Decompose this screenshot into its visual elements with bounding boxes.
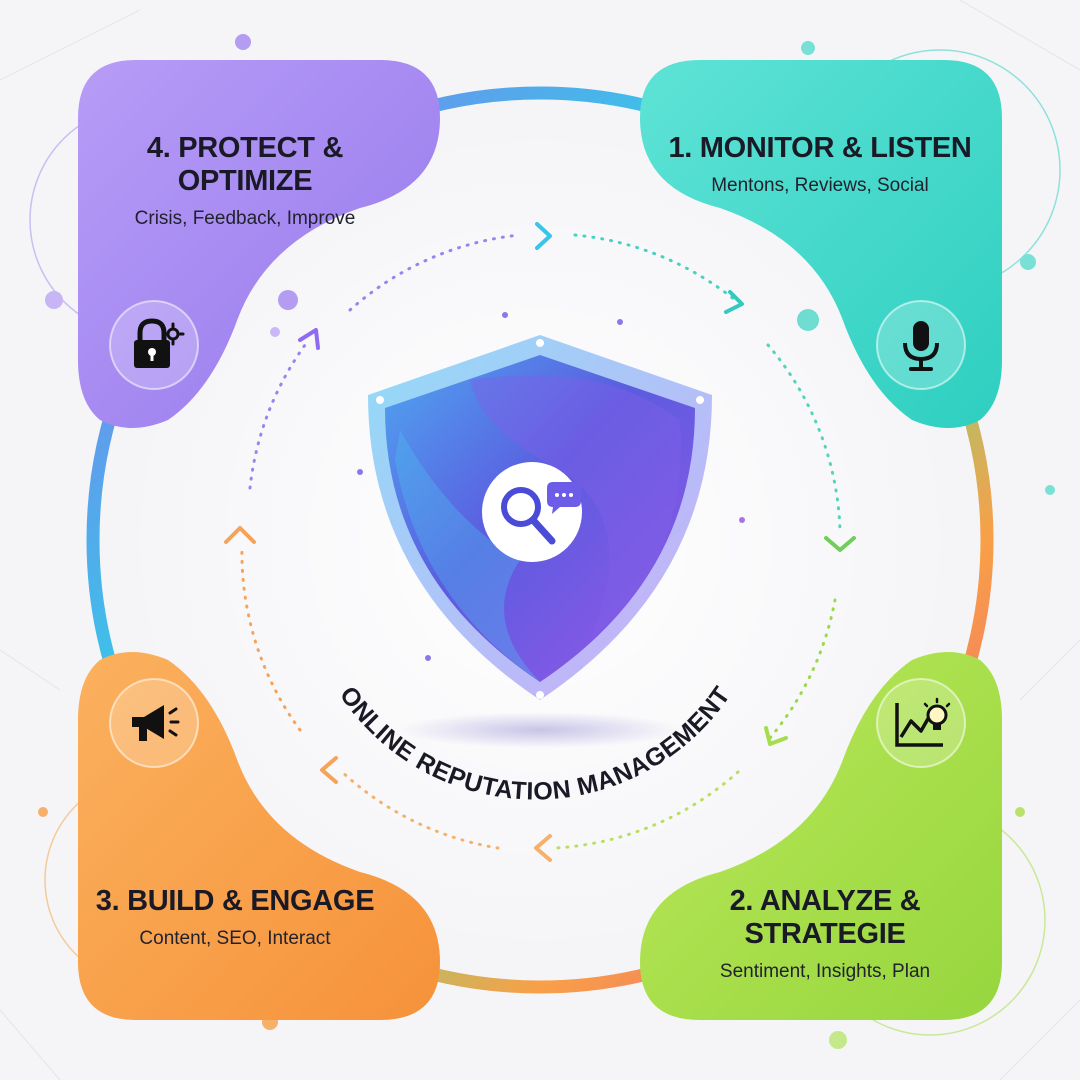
stage-protect-subtitle: Crisis, Feedback, Improve	[134, 208, 356, 229]
stage-monitor: 1. MONITOR & LISTEN Mentons, Reviews, So…	[655, 132, 985, 197]
cycle-arrows	[224, 222, 856, 862]
stage-card-monitor	[640, 60, 1002, 428]
microphone-icon	[876, 300, 966, 390]
stage-card-build	[78, 652, 440, 1020]
lock-gear-icon	[109, 300, 199, 390]
chart-lightbulb-icon	[876, 678, 966, 768]
megaphone-icon	[109, 678, 199, 768]
stage-analyze-subtitle: Sentiment, Insights, Plan	[719, 961, 931, 982]
cycle-ring	[86, 86, 994, 994]
stage-analyze-title: 2. ANALYZE & STRATEGIE	[729, 885, 921, 950]
stage-monitor-title: 1. MONITOR & LISTEN	[668, 132, 972, 164]
stage-build-title: 3. BUILD & ENGAGE	[95, 885, 375, 917]
stage-build-subtitle: Content, SEO, Interact	[139, 928, 331, 949]
shield-icon	[368, 335, 712, 748]
stage-monitor-subtitle: Mentons, Reviews, Social	[711, 175, 929, 196]
stage-protect: 4. PROTECT & OPTIMIZE Crisis, Feedback, …	[80, 132, 410, 230]
stage-analyze: 2. ANALYZE & STRATEGIE Sentiment, Insigh…	[655, 885, 995, 983]
stage-build: 3. BUILD & ENGAGE Content, SEO, Interact	[70, 885, 400, 950]
stage-protect-title: 4. PROTECT & OPTIMIZE	[146, 132, 344, 197]
search-chat-icon	[482, 462, 582, 562]
